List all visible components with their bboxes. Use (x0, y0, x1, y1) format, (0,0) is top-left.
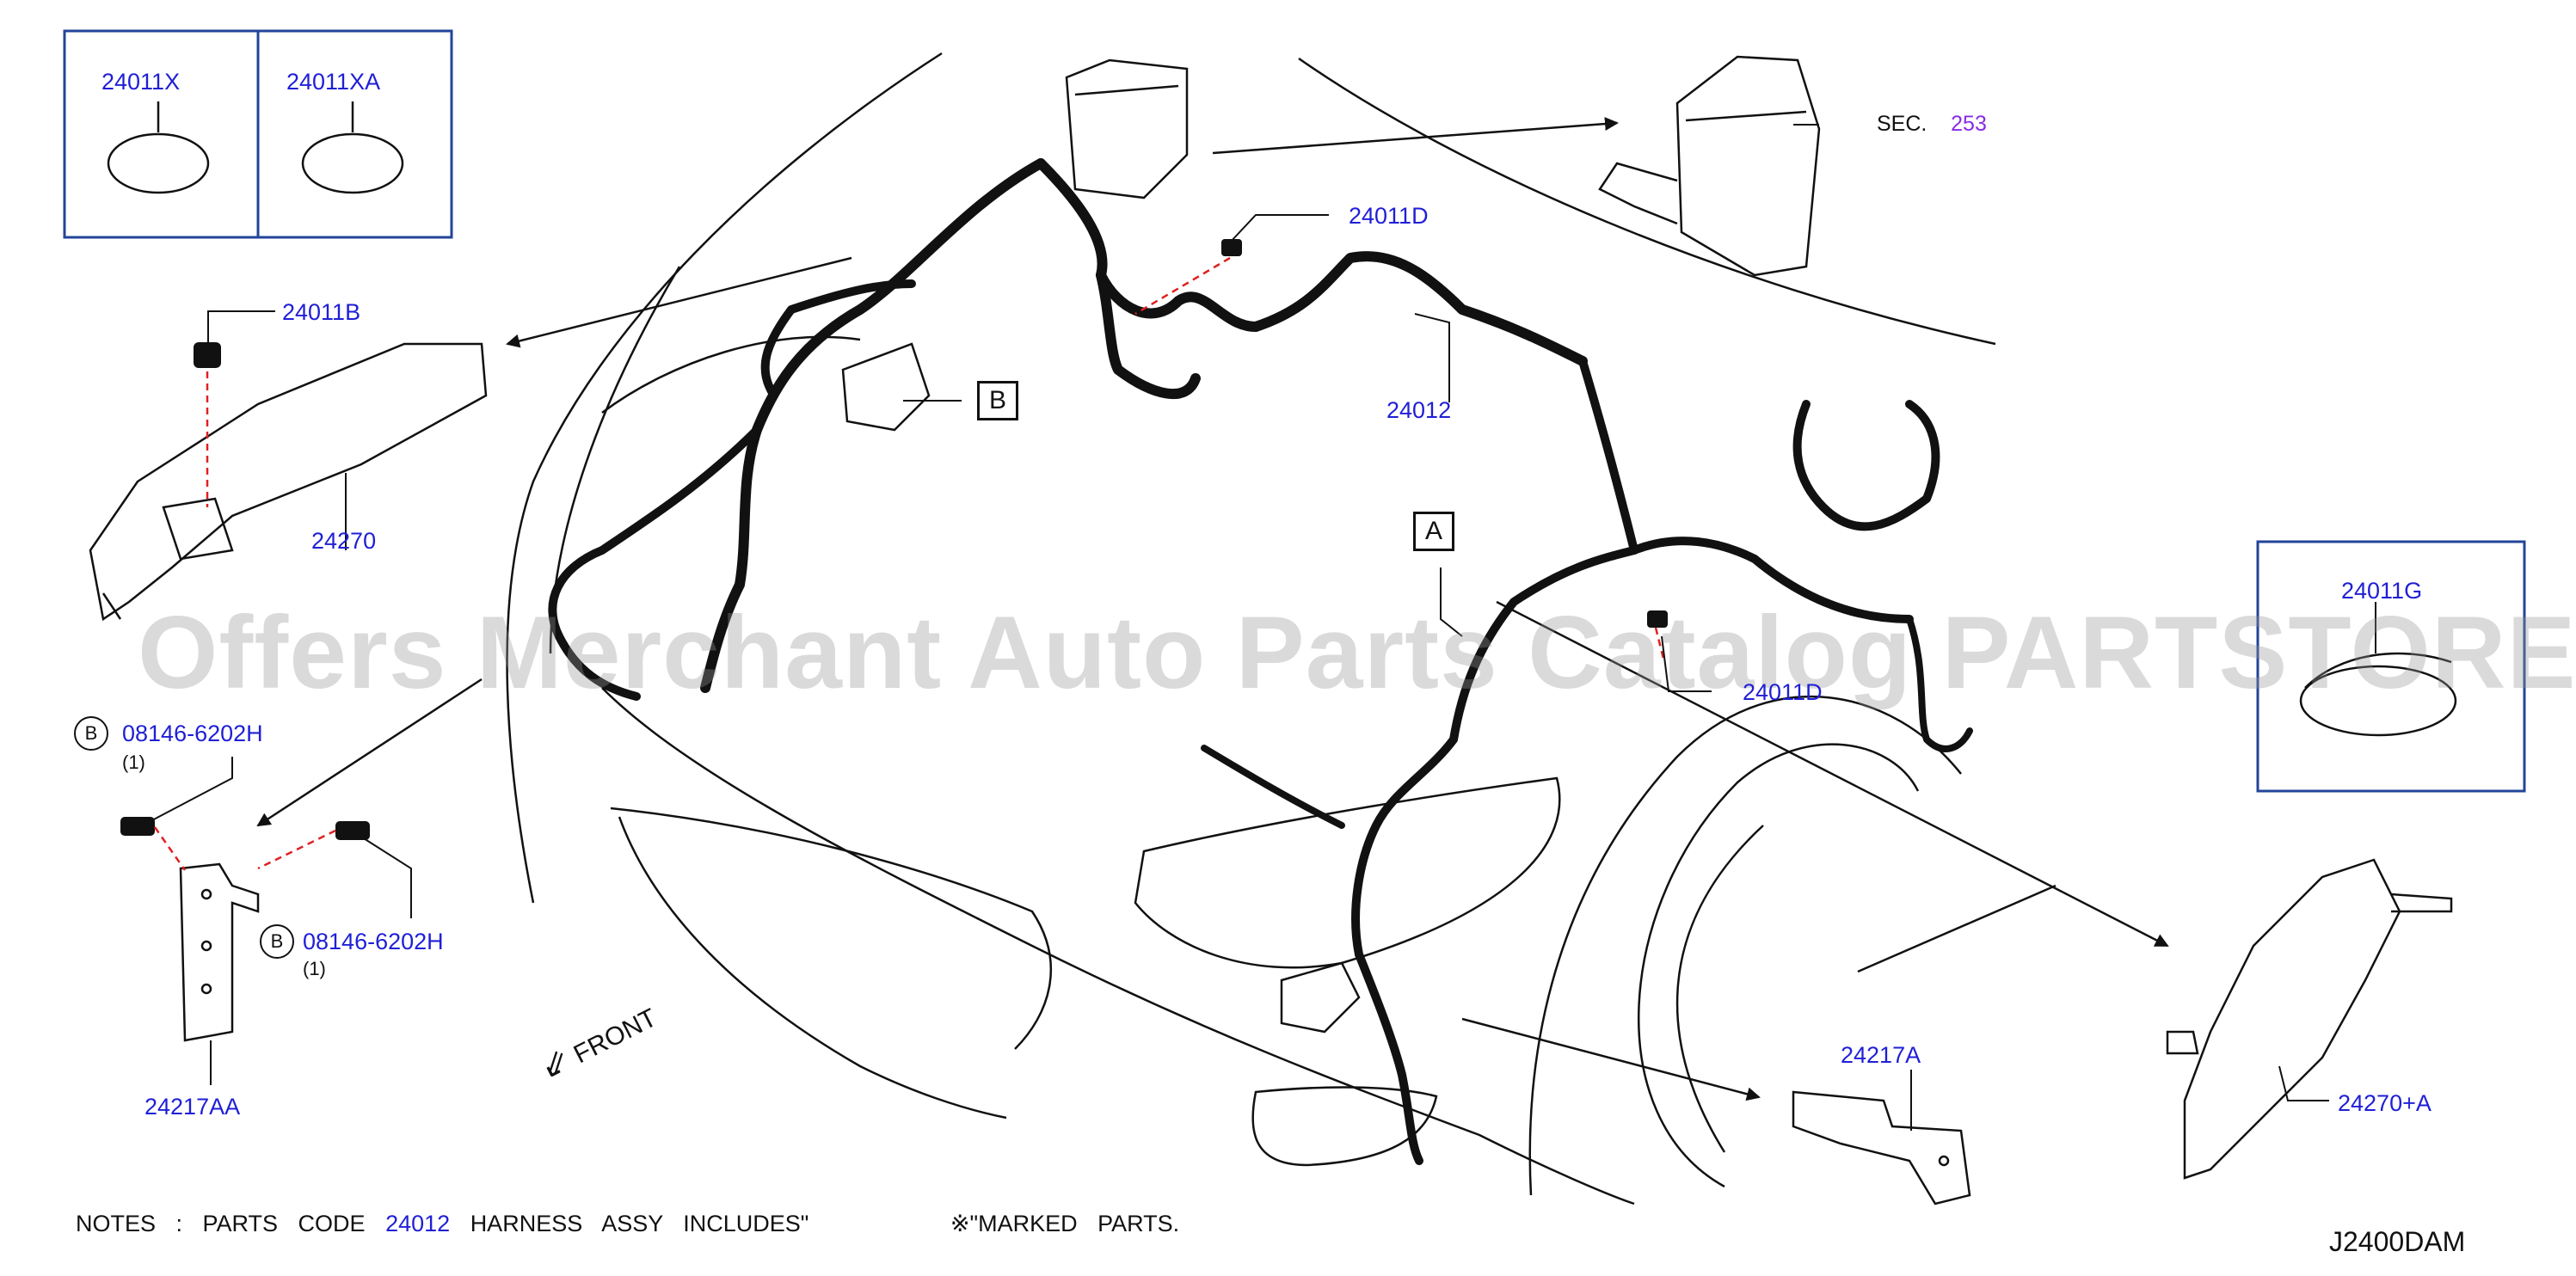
callout-24011G: 24011G (2341, 578, 2423, 604)
view-label-a: A (1413, 512, 1454, 551)
callout-24217A: 24217A (1841, 1042, 1921, 1068)
view-label-b: B (977, 381, 1018, 420)
callout-bolt-lower: 08146-6202H (303, 929, 444, 954)
control-module (841, 55, 1821, 1034)
callout-24270: 24270 (311, 528, 377, 554)
sec-label: SEC. (1877, 112, 1927, 136)
protector-24270A (2166, 858, 2453, 1180)
callout-24011B: 24011B (282, 299, 361, 325)
notes-marked: ※"MARKED PARTS. (950, 1211, 1180, 1236)
grommet-box-24011G (2256, 540, 2526, 793)
pointer-arrows (256, 117, 2169, 1101)
notes-line: NOTES : PARTS CODE 24012 HARNESS ASSY IN… (76, 1211, 1179, 1237)
notes-suffix: HARNESS ASSY INCLUDES" (470, 1211, 809, 1236)
drawing-code: J2400DAM (2329, 1226, 2466, 1257)
callout-leaders (150, 124, 2376, 1131)
bracket-24217A (1792, 1090, 1971, 1205)
callout-24011X: 24011X (101, 69, 181, 95)
sec-reference: SEC. 253 (1877, 112, 1987, 137)
notes-prefix: NOTES : PARTS CODE (76, 1211, 366, 1236)
callout-24270A: 24270+A (2338, 1090, 2432, 1116)
protector-24270 (89, 342, 488, 622)
notes-code: 24012 (385, 1211, 451, 1236)
sec-number: 253 (1951, 112, 1987, 136)
callout-24011D-mid: 24011D (1743, 679, 1823, 705)
red-leaders (153, 256, 1666, 871)
clip-box-24011X (63, 29, 453, 239)
clip-shapes (107, 101, 404, 194)
callout-bolt-upper: 08146-6202H (122, 721, 263, 746)
circle-b-lower: B (260, 924, 294, 959)
grommet-24011G (2299, 652, 2457, 737)
callout-24012: 24012 (1386, 397, 1452, 423)
wiring-harness (548, 158, 1973, 1165)
watermark: Offers Merchant Auto Parts Catalog PARTS… (138, 595, 2576, 710)
bolt-lower-qty: (1) (303, 958, 326, 979)
bolt-parts (120, 239, 1668, 840)
callout-24217AA: 24217AA (144, 1094, 241, 1120)
callout-24011D-top: 24011D (1349, 203, 1429, 229)
circle-b-upper: B (74, 716, 108, 751)
bracket-24217AA (179, 862, 260, 1042)
callout-24011XA: 24011XA (286, 69, 381, 95)
bolt-upper-qty: (1) (122, 751, 145, 773)
